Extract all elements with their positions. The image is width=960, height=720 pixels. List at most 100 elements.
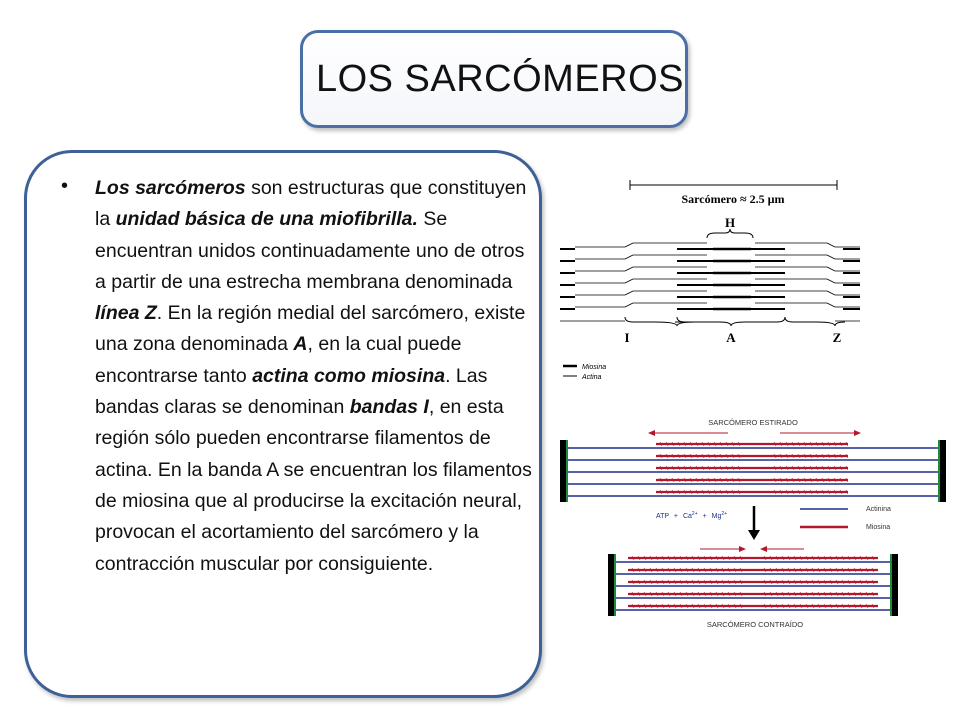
myosin-head: [659, 453, 663, 459]
myosin-head: [791, 465, 795, 471]
myosin-head: [661, 579, 665, 585]
myosin-head: [845, 465, 849, 471]
z-disc-left-green-contracted: [614, 554, 616, 616]
myosin-head: [727, 567, 731, 573]
myosin-head: [739, 591, 743, 597]
myosin-head: [731, 453, 735, 459]
myosin-head: [649, 591, 653, 597]
myosin-head: [655, 579, 659, 585]
bullet-icon: •: [61, 175, 69, 197]
myosin-head: [695, 441, 699, 447]
i-band-label: I: [624, 330, 629, 345]
myosin-head: [697, 603, 701, 609]
myosin-head: [847, 603, 851, 609]
myosin-head: [799, 603, 803, 609]
myosin-head: [673, 567, 677, 573]
myosin-head: [721, 555, 725, 561]
myosin-head: [689, 453, 693, 459]
myosin-head: [787, 603, 791, 609]
myosin-head: [827, 441, 831, 447]
myosin-head: [865, 603, 869, 609]
myosin-head: [679, 555, 683, 561]
myosin-head: [835, 591, 839, 597]
myosin-head: [679, 579, 683, 585]
myosin-head: [673, 555, 677, 561]
myosin-head: [787, 567, 791, 573]
paragraph-segment: Los sarcómeros: [95, 177, 246, 199]
paragraph-segment: , en esta región sólo pueden encontrarse…: [95, 396, 532, 575]
myosin-head: [677, 489, 681, 495]
myosin-head: [793, 555, 797, 561]
myosin-head: [713, 489, 717, 495]
myosin-head: [823, 591, 827, 597]
myosin-head: [637, 579, 641, 585]
myosin-head: [659, 465, 663, 471]
actin-filament: [624, 290, 634, 296]
myosin-head: [659, 489, 663, 495]
myosin-head: [715, 603, 719, 609]
myosin-head: [631, 567, 635, 573]
myosin-head: [649, 555, 653, 561]
sarcomere-diagram: Sarcómero ≈ 2.5 µm H I A Z Miosina Actin…: [560, 180, 860, 381]
myosin-head: [701, 465, 705, 471]
myosin-head: [805, 567, 809, 573]
slide-title: LOS SARCÓMEROS: [315, 57, 685, 100]
myosin-head: [703, 591, 707, 597]
myosin-head: [671, 465, 675, 471]
myosin-head: [671, 477, 675, 483]
myosin-head: [799, 567, 803, 573]
myosin-head: [719, 441, 723, 447]
myosin-head: [811, 579, 815, 585]
myosin-head: [821, 477, 825, 483]
myosin-head: [703, 579, 707, 585]
myosin-head: [821, 441, 825, 447]
myosin-head: [817, 567, 821, 573]
myosin-head: [847, 555, 851, 561]
myosin-head: [865, 579, 869, 585]
myosin-head: [719, 489, 723, 495]
myosin-head: [737, 465, 741, 471]
myosin-head: [823, 555, 827, 561]
myosin-head: [667, 591, 671, 597]
myosin-head: [689, 441, 693, 447]
atp-label: ATP: [656, 513, 669, 520]
z-disc-right-green-contracted: [890, 554, 892, 616]
myosin-head: [847, 591, 851, 597]
myosin-head: [839, 453, 843, 459]
contracted-sarcomere: [608, 554, 898, 616]
myosin-head: [827, 465, 831, 471]
myosin-head: [643, 567, 647, 573]
myosin-head: [785, 465, 789, 471]
paragraph-segment: . En la región medial del sarcómero, exi…: [95, 302, 526, 356]
myosin-head: [637, 567, 641, 573]
actin-filament: [624, 266, 634, 272]
myosin-head: [725, 453, 729, 459]
myosin-head: [671, 441, 675, 447]
myosin-head: [815, 477, 819, 483]
myosin-head: [631, 555, 635, 561]
myosin-head: [707, 489, 711, 495]
myosin-head: [773, 489, 777, 495]
myosin-head: [829, 555, 833, 561]
myosin-head: [739, 567, 743, 573]
myosin-head: [833, 489, 837, 495]
myosin-head: [685, 579, 689, 585]
myosin-head: [643, 579, 647, 585]
myosin-head: [859, 603, 863, 609]
myosin-head: [847, 579, 851, 585]
myosin-head: [769, 555, 773, 561]
myosin-head: [715, 555, 719, 561]
myosin-head: [649, 603, 653, 609]
myosin-head: [665, 453, 669, 459]
myosin-head: [781, 555, 785, 561]
legend-myosin-label-2: Miosina: [866, 524, 890, 531]
myosin-head: [727, 591, 731, 597]
myosin-head: [709, 579, 713, 585]
myosin-head: [809, 477, 813, 483]
myosin-head: [665, 441, 669, 447]
myosin-head: [805, 555, 809, 561]
myosin-head: [707, 465, 711, 471]
myosin-head: [679, 603, 683, 609]
myosin-head: [841, 579, 845, 585]
myosin-head: [809, 465, 813, 471]
